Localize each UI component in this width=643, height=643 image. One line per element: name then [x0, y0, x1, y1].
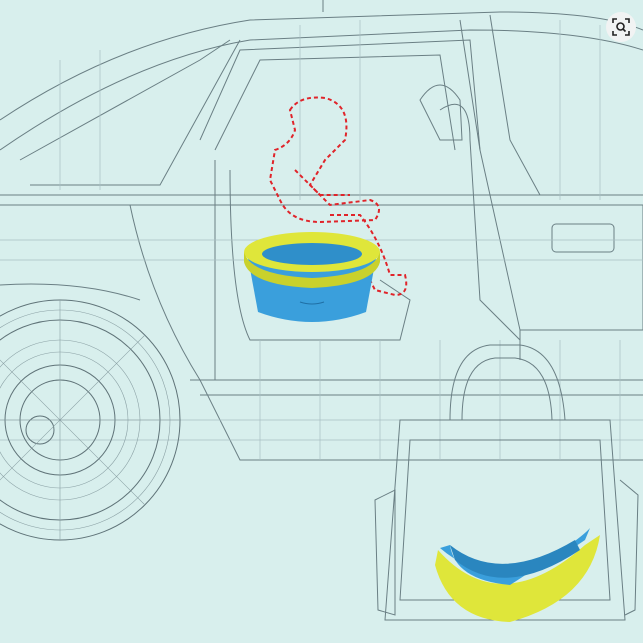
wheel — [0, 299, 181, 541]
car-wireframe — [0, 0, 643, 461]
visual-search-button[interactable] — [606, 12, 636, 42]
folded-potty — [435, 528, 600, 622]
potty-seat — [244, 232, 380, 322]
visual-search-icon — [612, 18, 630, 36]
bag-wireframe — [374, 344, 639, 621]
child-outline — [268, 96, 408, 297]
